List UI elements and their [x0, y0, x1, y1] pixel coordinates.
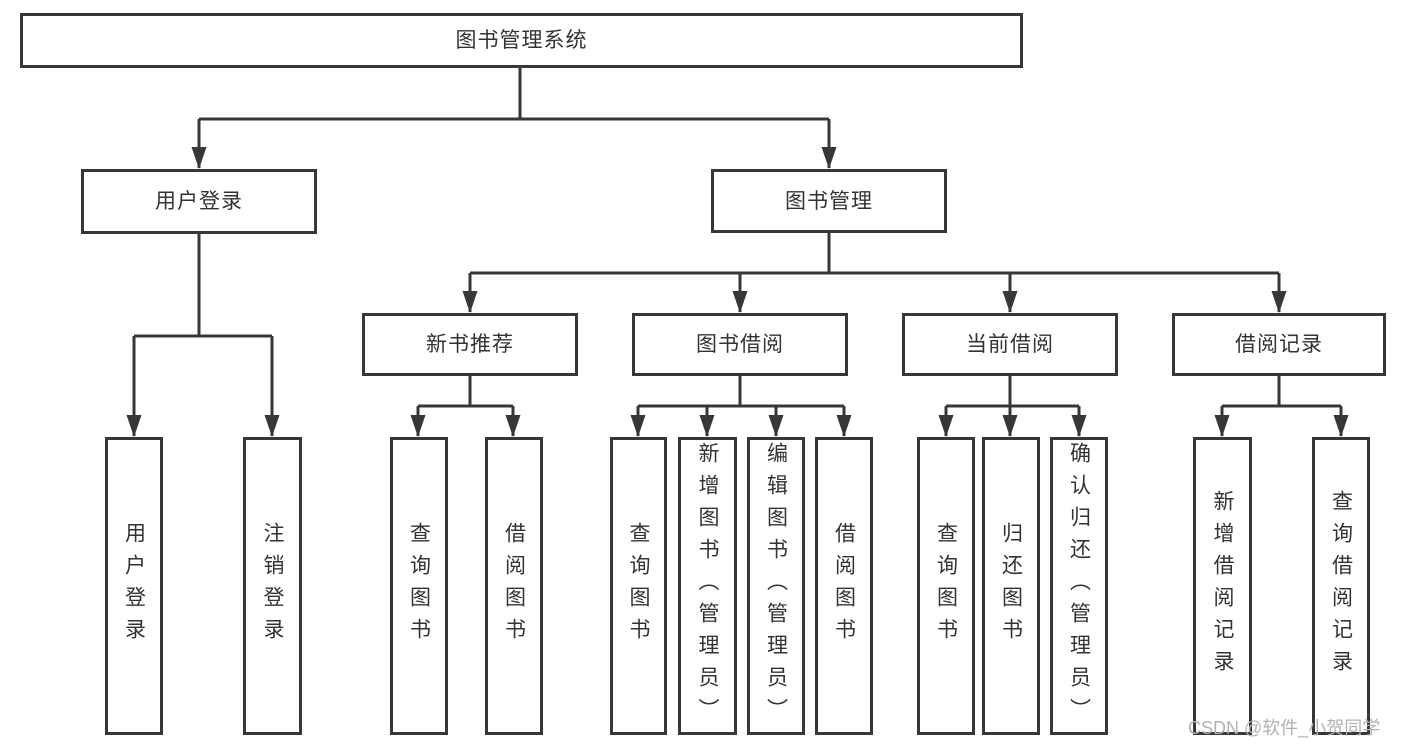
leaf-confirm-return-admin: 确认归还（管理员）	[1050, 437, 1108, 735]
node-book-management: 图书管理	[711, 169, 947, 233]
leaf-logout: 注销登录	[243, 437, 302, 735]
leaf-query-books-recommend: 查询图书	[390, 437, 448, 735]
node-borrowing-records: 借阅记录	[1172, 313, 1386, 376]
leaf-query-books-current: 查询图书	[917, 437, 975, 735]
node-current-borrowing: 当前借阅	[902, 313, 1118, 376]
connector-arrows	[126, 119, 1349, 437]
leaf-add-borrow-record: 新增借阅记录	[1193, 437, 1252, 735]
leaf-add-book-admin: 新增图书（管理员）	[678, 437, 737, 735]
node-library-management-system: 图书管理系统	[20, 13, 1023, 68]
node-book-borrowing: 图书借阅	[632, 313, 848, 376]
leaf-borrow-books-borrowing: 借阅图书	[815, 437, 873, 735]
leaf-borrow-books-recommend: 借阅图书	[485, 437, 543, 735]
csdn-watermark: CSDN @软件_小贺同学	[1188, 718, 1381, 738]
leaf-query-books-borrowing: 查询图书	[610, 437, 667, 735]
node-user-login: 用户登录	[81, 169, 317, 234]
leaf-user-login: 用户登录	[105, 437, 163, 735]
leaf-edit-book-admin: 编辑图书（管理员）	[747, 437, 805, 735]
connector-rails	[134, 68, 1341, 408]
leaf-query-borrow-record: 查询借阅记录	[1312, 437, 1370, 735]
node-new-book-recommendation: 新书推荐	[362, 313, 578, 376]
leaf-return-book: 归还图书	[982, 437, 1040, 735]
